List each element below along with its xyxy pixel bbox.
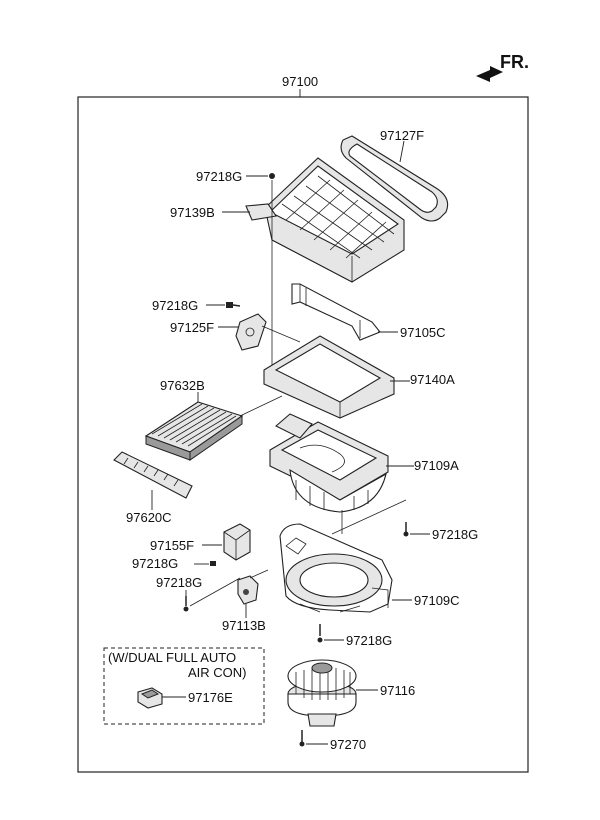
screw-97218G-2 bbox=[226, 302, 241, 308]
filter-frame-97140A bbox=[263, 335, 395, 419]
label-97218G-right: 97218G bbox=[432, 527, 478, 542]
label-97125F: 97125F bbox=[170, 320, 214, 335]
front-arrow-icon bbox=[476, 66, 503, 82]
actuator-link-line bbox=[261, 325, 301, 343]
label-97139B: 97139B bbox=[170, 205, 215, 220]
screw-97218G-bottom bbox=[317, 624, 323, 643]
seal-97127F bbox=[340, 135, 449, 222]
filter-insert-line bbox=[239, 395, 283, 417]
label-97218G-a: 97218G bbox=[132, 556, 178, 571]
resistor-97113B bbox=[237, 569, 269, 605]
module-97155F bbox=[223, 523, 251, 561]
label-97127F: 97127F bbox=[380, 128, 424, 143]
label-97176E: 97176E bbox=[188, 690, 233, 705]
case-join-line bbox=[331, 499, 407, 535]
option-box bbox=[103, 647, 265, 725]
label-97632B: 97632B bbox=[160, 378, 205, 393]
label-97155F: 97155F bbox=[150, 538, 194, 553]
label-97218G-2: 97218G bbox=[152, 298, 198, 313]
assembly-number-label: 97100 bbox=[282, 74, 318, 89]
air-filter-97632B bbox=[144, 401, 244, 461]
label-97113B: 97113B bbox=[222, 618, 266, 633]
label-97116: 97116 bbox=[380, 683, 415, 698]
actuator-97125F bbox=[235, 313, 267, 351]
screw-97218G-a bbox=[210, 561, 216, 566]
label-97109C: 97109C bbox=[414, 593, 460, 608]
bracket-97105C bbox=[291, 283, 381, 341]
blower-case-upper-97109A bbox=[269, 413, 389, 513]
label-97218G-b: 97218G bbox=[156, 575, 202, 590]
blower-motor-97116 bbox=[287, 659, 357, 727]
intake-housing-97139B bbox=[245, 157, 405, 283]
label-97109A: 97109A bbox=[414, 458, 459, 473]
label-97270: 97270 bbox=[330, 737, 366, 752]
label-97620C: 97620C bbox=[126, 510, 172, 525]
filter-cover-97620C bbox=[113, 451, 193, 499]
leader-97127F bbox=[399, 140, 405, 163]
screw-b-line bbox=[189, 577, 241, 607]
option-box-line1: (W/DUAL FULL AUTO bbox=[108, 650, 236, 665]
blower-case-lower-97109C bbox=[279, 523, 393, 613]
label-97105C: 97105C bbox=[400, 325, 446, 340]
label-97140A: 97140A bbox=[410, 372, 455, 387]
screw-97218G-right bbox=[403, 522, 409, 537]
label-97218G-top: 97218G bbox=[196, 169, 242, 184]
screw-97218G-top bbox=[269, 173, 275, 179]
front-direction-label: FR. bbox=[500, 52, 529, 72]
sensor-97176E bbox=[137, 687, 163, 709]
screw-97270 bbox=[299, 730, 305, 747]
option-box-line2: AIR CON) bbox=[188, 665, 247, 680]
screw-97218G-b bbox=[183, 596, 189, 612]
label-97218G-bottom: 97218G bbox=[346, 633, 392, 648]
front-direction-indicator: FR. bbox=[476, 52, 529, 82]
assembly-frame bbox=[77, 96, 529, 773]
